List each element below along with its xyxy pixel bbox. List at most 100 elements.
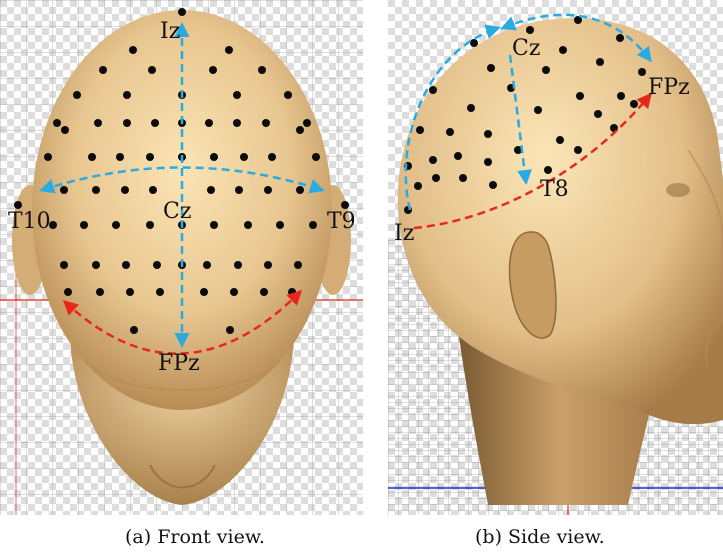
electrode-dot xyxy=(264,186,272,194)
electrode-dot xyxy=(230,288,238,296)
electrode-dot xyxy=(312,153,320,161)
electrode-dot xyxy=(112,221,120,229)
electrode-dot xyxy=(534,106,542,114)
electrode-dot xyxy=(233,91,241,99)
electrode-dot xyxy=(205,119,213,127)
electrode-dot xyxy=(210,221,218,229)
electrode-dot xyxy=(288,288,296,296)
label-fpz: FPz xyxy=(648,75,690,100)
electrode-dot xyxy=(258,66,266,74)
electrode-dot xyxy=(80,221,88,229)
label-cz: Cz xyxy=(163,199,191,224)
electrode-dot xyxy=(240,153,248,161)
electrode-dot xyxy=(234,261,242,269)
electrode-dot xyxy=(96,288,104,296)
electrode-dot xyxy=(88,153,96,161)
electrode-dot xyxy=(467,104,475,112)
label-fpz: FPz xyxy=(158,351,200,376)
electrode-dot xyxy=(73,91,81,99)
electrode-dot xyxy=(61,126,69,134)
electrode-dot xyxy=(416,126,424,134)
label-t9: T9 xyxy=(327,209,356,234)
electrode-dot xyxy=(576,92,584,100)
electrode-dot xyxy=(630,100,638,108)
electrode-dot xyxy=(122,261,130,269)
label-t10: T10 xyxy=(8,209,51,234)
electrode-dot xyxy=(146,153,154,161)
electrode-dot xyxy=(207,186,215,194)
electrode-dot xyxy=(484,130,492,138)
electrode-dot xyxy=(200,288,208,296)
electrode-dot xyxy=(596,58,604,66)
electrode-dot xyxy=(429,86,437,94)
electrode-dot xyxy=(130,326,138,334)
electrode-dot xyxy=(92,261,100,269)
electrode-dot xyxy=(470,39,478,47)
electrode-dot xyxy=(129,46,137,54)
electrode-dot xyxy=(209,66,217,74)
electrode-dot xyxy=(429,156,437,164)
electrode-dot xyxy=(303,119,311,127)
electrode-dot xyxy=(264,261,272,269)
electrode-dot xyxy=(617,92,625,100)
electrode-dot xyxy=(44,153,52,161)
front-view-figure: Iz Cz T10 T9 FPz xyxy=(0,0,363,515)
electrode-dot xyxy=(432,174,440,182)
electrode-dot xyxy=(414,182,422,190)
electrode-dot xyxy=(178,8,186,16)
electrode-dot xyxy=(268,153,276,161)
electrode-dot xyxy=(574,146,582,154)
electrode-dot xyxy=(296,186,304,194)
electrode-dot xyxy=(53,119,61,127)
front-view-panel: Iz Cz T10 T9 FPz xyxy=(0,0,363,515)
electrode-dot xyxy=(484,158,492,166)
electrode-dot xyxy=(235,186,243,194)
side-view-panel: Cz FPz T8 Iz xyxy=(388,0,723,515)
electrode-dot xyxy=(616,34,624,42)
electrode-dot xyxy=(459,174,467,182)
electrode-dot xyxy=(487,64,495,72)
electrode-dot xyxy=(99,66,107,74)
electrode-dot xyxy=(146,221,154,229)
electrode-dot xyxy=(210,153,218,161)
electrode-dot xyxy=(14,201,22,209)
electrode-dot xyxy=(121,186,129,194)
electrode-dot xyxy=(151,119,159,127)
electrode-dot xyxy=(153,261,161,269)
electrode-dot xyxy=(489,181,497,189)
electrode-dot xyxy=(260,288,268,296)
label-iz: Iz xyxy=(160,19,180,44)
label-t8: T8 xyxy=(540,177,569,202)
electrode-dot xyxy=(116,153,124,161)
electrode-dot xyxy=(542,66,550,74)
electrode-dot xyxy=(446,128,454,136)
electrode-dot xyxy=(262,119,270,127)
eye xyxy=(666,183,690,197)
electrode-dot xyxy=(226,326,234,334)
electrode-dot xyxy=(454,152,462,160)
electrode-dot xyxy=(404,206,412,214)
electrode-dot xyxy=(148,66,156,74)
electrode-dot xyxy=(296,126,304,134)
side-view-figure: Cz FPz T8 Iz xyxy=(388,0,723,515)
electrode-dot xyxy=(233,119,241,127)
electrode-dot xyxy=(276,221,284,229)
electrode-dot xyxy=(284,91,292,99)
electrode-dot xyxy=(156,288,164,296)
electrode-dot xyxy=(60,261,68,269)
electrode-dot xyxy=(244,221,252,229)
electrode-dot xyxy=(559,46,567,54)
electrode-dot xyxy=(294,261,302,269)
electrode-dot xyxy=(526,26,534,34)
electrode-dot xyxy=(225,46,233,54)
caption-side-view: (b) Side view. xyxy=(475,526,605,548)
electrode-dot xyxy=(341,201,349,209)
electrode-dot xyxy=(594,110,602,118)
electrode-dot xyxy=(149,186,157,194)
electrode-dot xyxy=(126,288,134,296)
electrode-dot xyxy=(92,186,100,194)
electrode-dot xyxy=(309,221,317,229)
caption-front-view: (a) Front view. xyxy=(125,526,265,548)
electrode-dot xyxy=(544,166,552,174)
electrode-dot xyxy=(556,136,564,144)
